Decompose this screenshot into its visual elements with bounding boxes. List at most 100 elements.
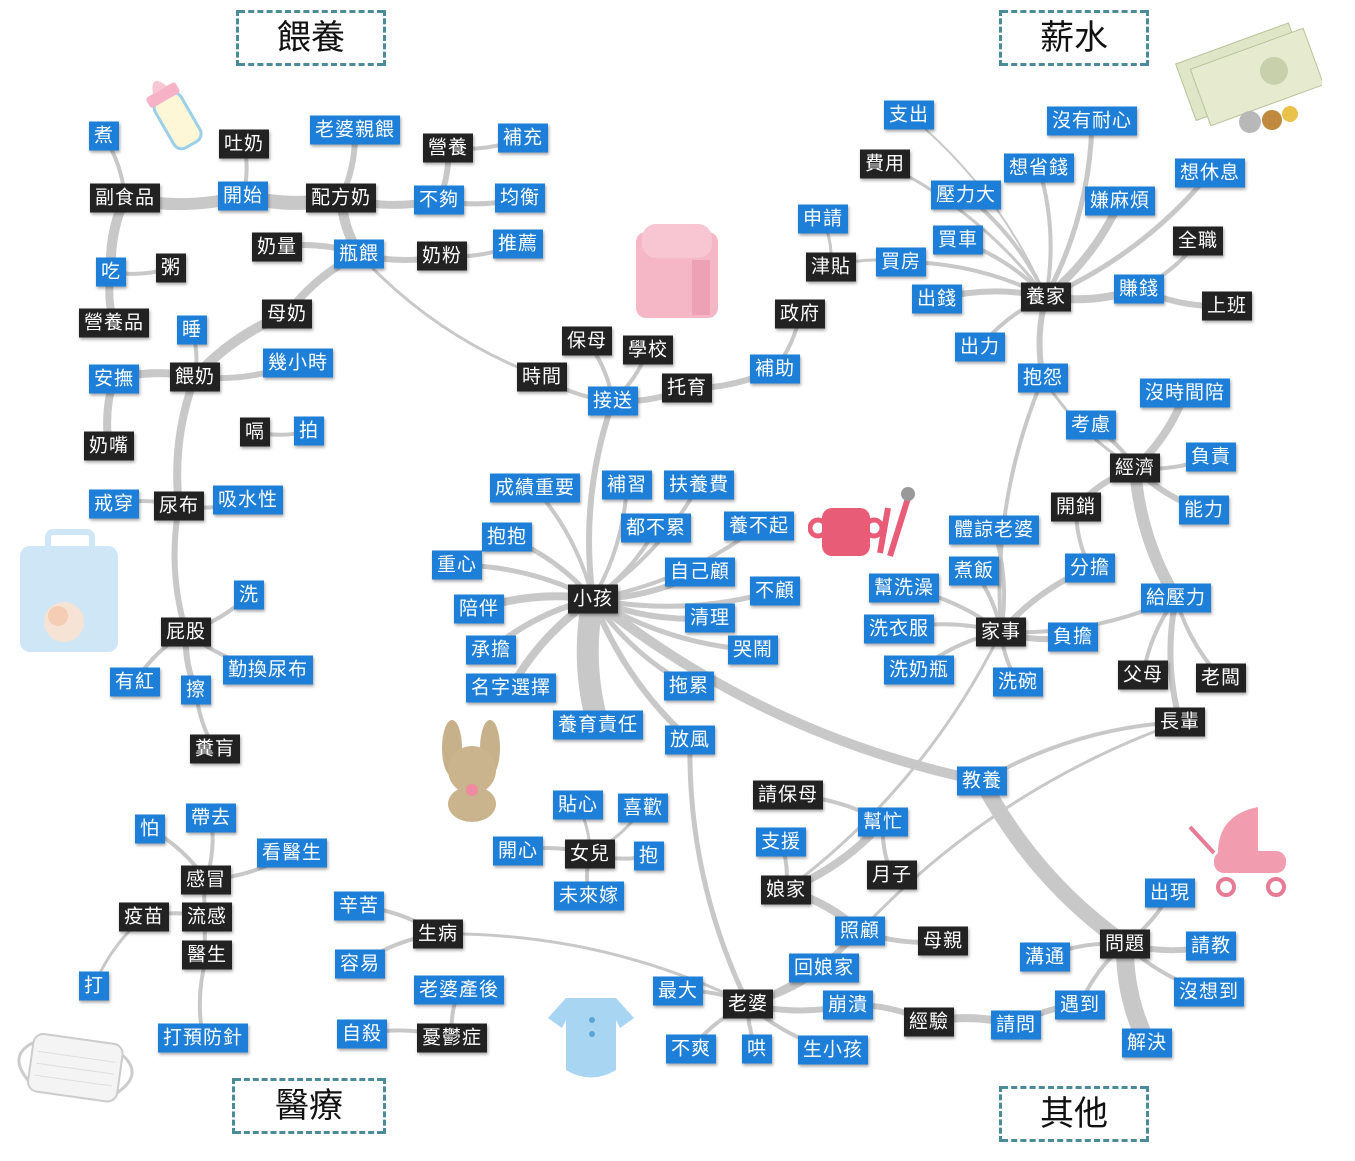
node-goutong: 溝通 (1019, 942, 1071, 972)
node-anfu: 安撫 (88, 364, 140, 394)
node-laopo: 老婆 (722, 989, 774, 1019)
node-zhengfu: 政府 (774, 299, 826, 329)
node-jixiaoshi: 幾小時 (262, 348, 334, 378)
node-kaolv: 考慮 (1065, 410, 1117, 440)
node-fudan: 負擔 (1047, 622, 1099, 652)
node-tunai: 吐奶 (218, 129, 270, 159)
node-niangjia: 娘家 (760, 875, 812, 905)
node-naizui: 奶嘴 (83, 431, 135, 461)
node-bushuang: 不爽 (665, 1034, 717, 1064)
node-kunao: 哭鬧 (727, 635, 779, 665)
node-kaixiao: 開銷 (1050, 492, 1102, 522)
node-shijian: 時間 (516, 362, 568, 392)
node-laopoqin: 老婆親餵 (309, 115, 401, 145)
category-other: 其他 (999, 1086, 1149, 1142)
node-daiqu: 帶去 (185, 803, 237, 833)
node-buzhu: 補助 (749, 354, 801, 384)
node-tuoyu: 托育 (661, 373, 713, 403)
node-da: 打 (78, 971, 110, 1001)
sippy-cup-icon (808, 487, 915, 557)
node-meinaixin: 沒有耐心 (1046, 106, 1138, 136)
node-niaobu: 尿布 (153, 491, 205, 521)
edge-niangjia-jiashi (784, 630, 1003, 892)
edge-jiesong-xiaohai (586, 398, 616, 602)
node-kaixin: 開心 (492, 836, 544, 866)
node-zhaogu: 照顧 (834, 916, 886, 946)
node-jiechuan: 戒穿 (88, 489, 140, 519)
edge-pingwei-shijian (357, 252, 544, 379)
node-yingyang: 營養 (422, 133, 474, 163)
edge-fangfeng-laopo (687, 737, 751, 1007)
baby-onesie-icon (548, 998, 634, 1078)
node-xiwan: 洗碗 (992, 667, 1044, 697)
node-jingji: 經濟 (1109, 453, 1161, 483)
node-fushi: 副食品 (89, 183, 161, 213)
edge-niaobu-pigu (171, 503, 189, 635)
edge-zhangbei-jiaoyang (980, 720, 1182, 783)
node-tuijian: 推薦 (492, 229, 544, 259)
node-fentu: 糞肓 (189, 734, 241, 764)
node-pai: 拍 (293, 416, 325, 446)
node-kaishi: 開始 (217, 181, 269, 211)
node-tiexin: 貼心 (552, 790, 604, 820)
node-huiniangjia: 回娘家 (788, 953, 860, 983)
node-chuqian: 出錢 (911, 284, 963, 314)
edge-geiyali-zhangbei (1167, 595, 1183, 725)
node-zhu: 煮 (88, 121, 120, 151)
node-kanyisheng: 看醫生 (256, 838, 328, 868)
plush-bunny-icon (442, 720, 500, 822)
baby-bottle-icon (146, 80, 203, 151)
node-dayufangzhen: 打預防針 (157, 1023, 249, 1053)
stroller-icon (1188, 807, 1286, 897)
node-bao: 抱 (633, 841, 665, 871)
node-yangjia: 養家 (1020, 282, 1072, 312)
node-peiban: 陪伴 (453, 594, 505, 624)
node-shengbing: 生病 (412, 919, 464, 949)
money-icon (1175, 22, 1322, 133)
node-junheng: 均衡 (494, 183, 546, 213)
node-zhichu: 支出 (883, 100, 935, 130)
node-yangyuzeren: 養育責任 (552, 710, 644, 740)
node-zuida: 最大 (652, 976, 704, 1006)
node-feiyong: 費用 (859, 149, 911, 179)
node-chuli: 出力 (954, 332, 1006, 362)
node-jiaoyang: 教養 (956, 766, 1008, 796)
node-weilaijia: 未來嫁 (553, 881, 625, 911)
node-yalida: 壓力大 (930, 180, 1002, 210)
node-xinaiping: 洗奶瓶 (883, 655, 955, 685)
node-bangxizao: 幫洗澡 (868, 573, 940, 603)
node-xishui: 吸水性 (212, 485, 284, 515)
node-shui: 睡 (176, 315, 208, 345)
node-bugou: 不夠 (413, 185, 465, 215)
node-weinai: 餵奶 (169, 362, 221, 392)
edge-baoyuan-jiashi (997, 376, 1045, 634)
node-zhuanqian: 賺錢 (1113, 274, 1165, 304)
node-zhou: 粥 (155, 253, 187, 283)
node-chuxian: 出現 (1144, 878, 1196, 908)
diaper-bag-icon (20, 529, 118, 652)
node-youyuzheng: 憂鬱症 (416, 1023, 488, 1053)
node-youhong: 有紅 (109, 667, 161, 697)
node-yingyangpin: 營養品 (78, 308, 150, 338)
node-quanzhi: 全職 (1172, 226, 1224, 256)
node-peifang: 配方奶 (305, 183, 377, 213)
node-jingyan: 經驗 (903, 1007, 955, 1037)
category-feeding: 餵養 (236, 10, 386, 66)
node-maiche: 買車 (932, 225, 984, 255)
node-pa: 怕 (134, 814, 166, 844)
edge-xiaohai-chengji (533, 486, 595, 601)
node-xiangxiuxi: 想休息 (1174, 158, 1246, 188)
node-tilianglaopo: 體諒老婆 (948, 515, 1040, 545)
node-xianmafan: 嫌麻煩 (1084, 186, 1156, 216)
node-bugu: 不顧 (749, 576, 801, 606)
node-jiesong: 接送 (587, 386, 639, 416)
node-buxi: 補習 (601, 470, 653, 500)
face-mask-icon (17, 1033, 134, 1103)
node-chengji: 成績重要 (489, 473, 581, 503)
node-qingbaomu: 請保母 (752, 780, 824, 810)
node-chengdan: 承擔 (465, 635, 517, 665)
node-bangmang: 幫忙 (857, 807, 909, 837)
node-xiaohai: 小孩 (567, 584, 619, 614)
node-xinku: 辛苦 (333, 891, 385, 921)
